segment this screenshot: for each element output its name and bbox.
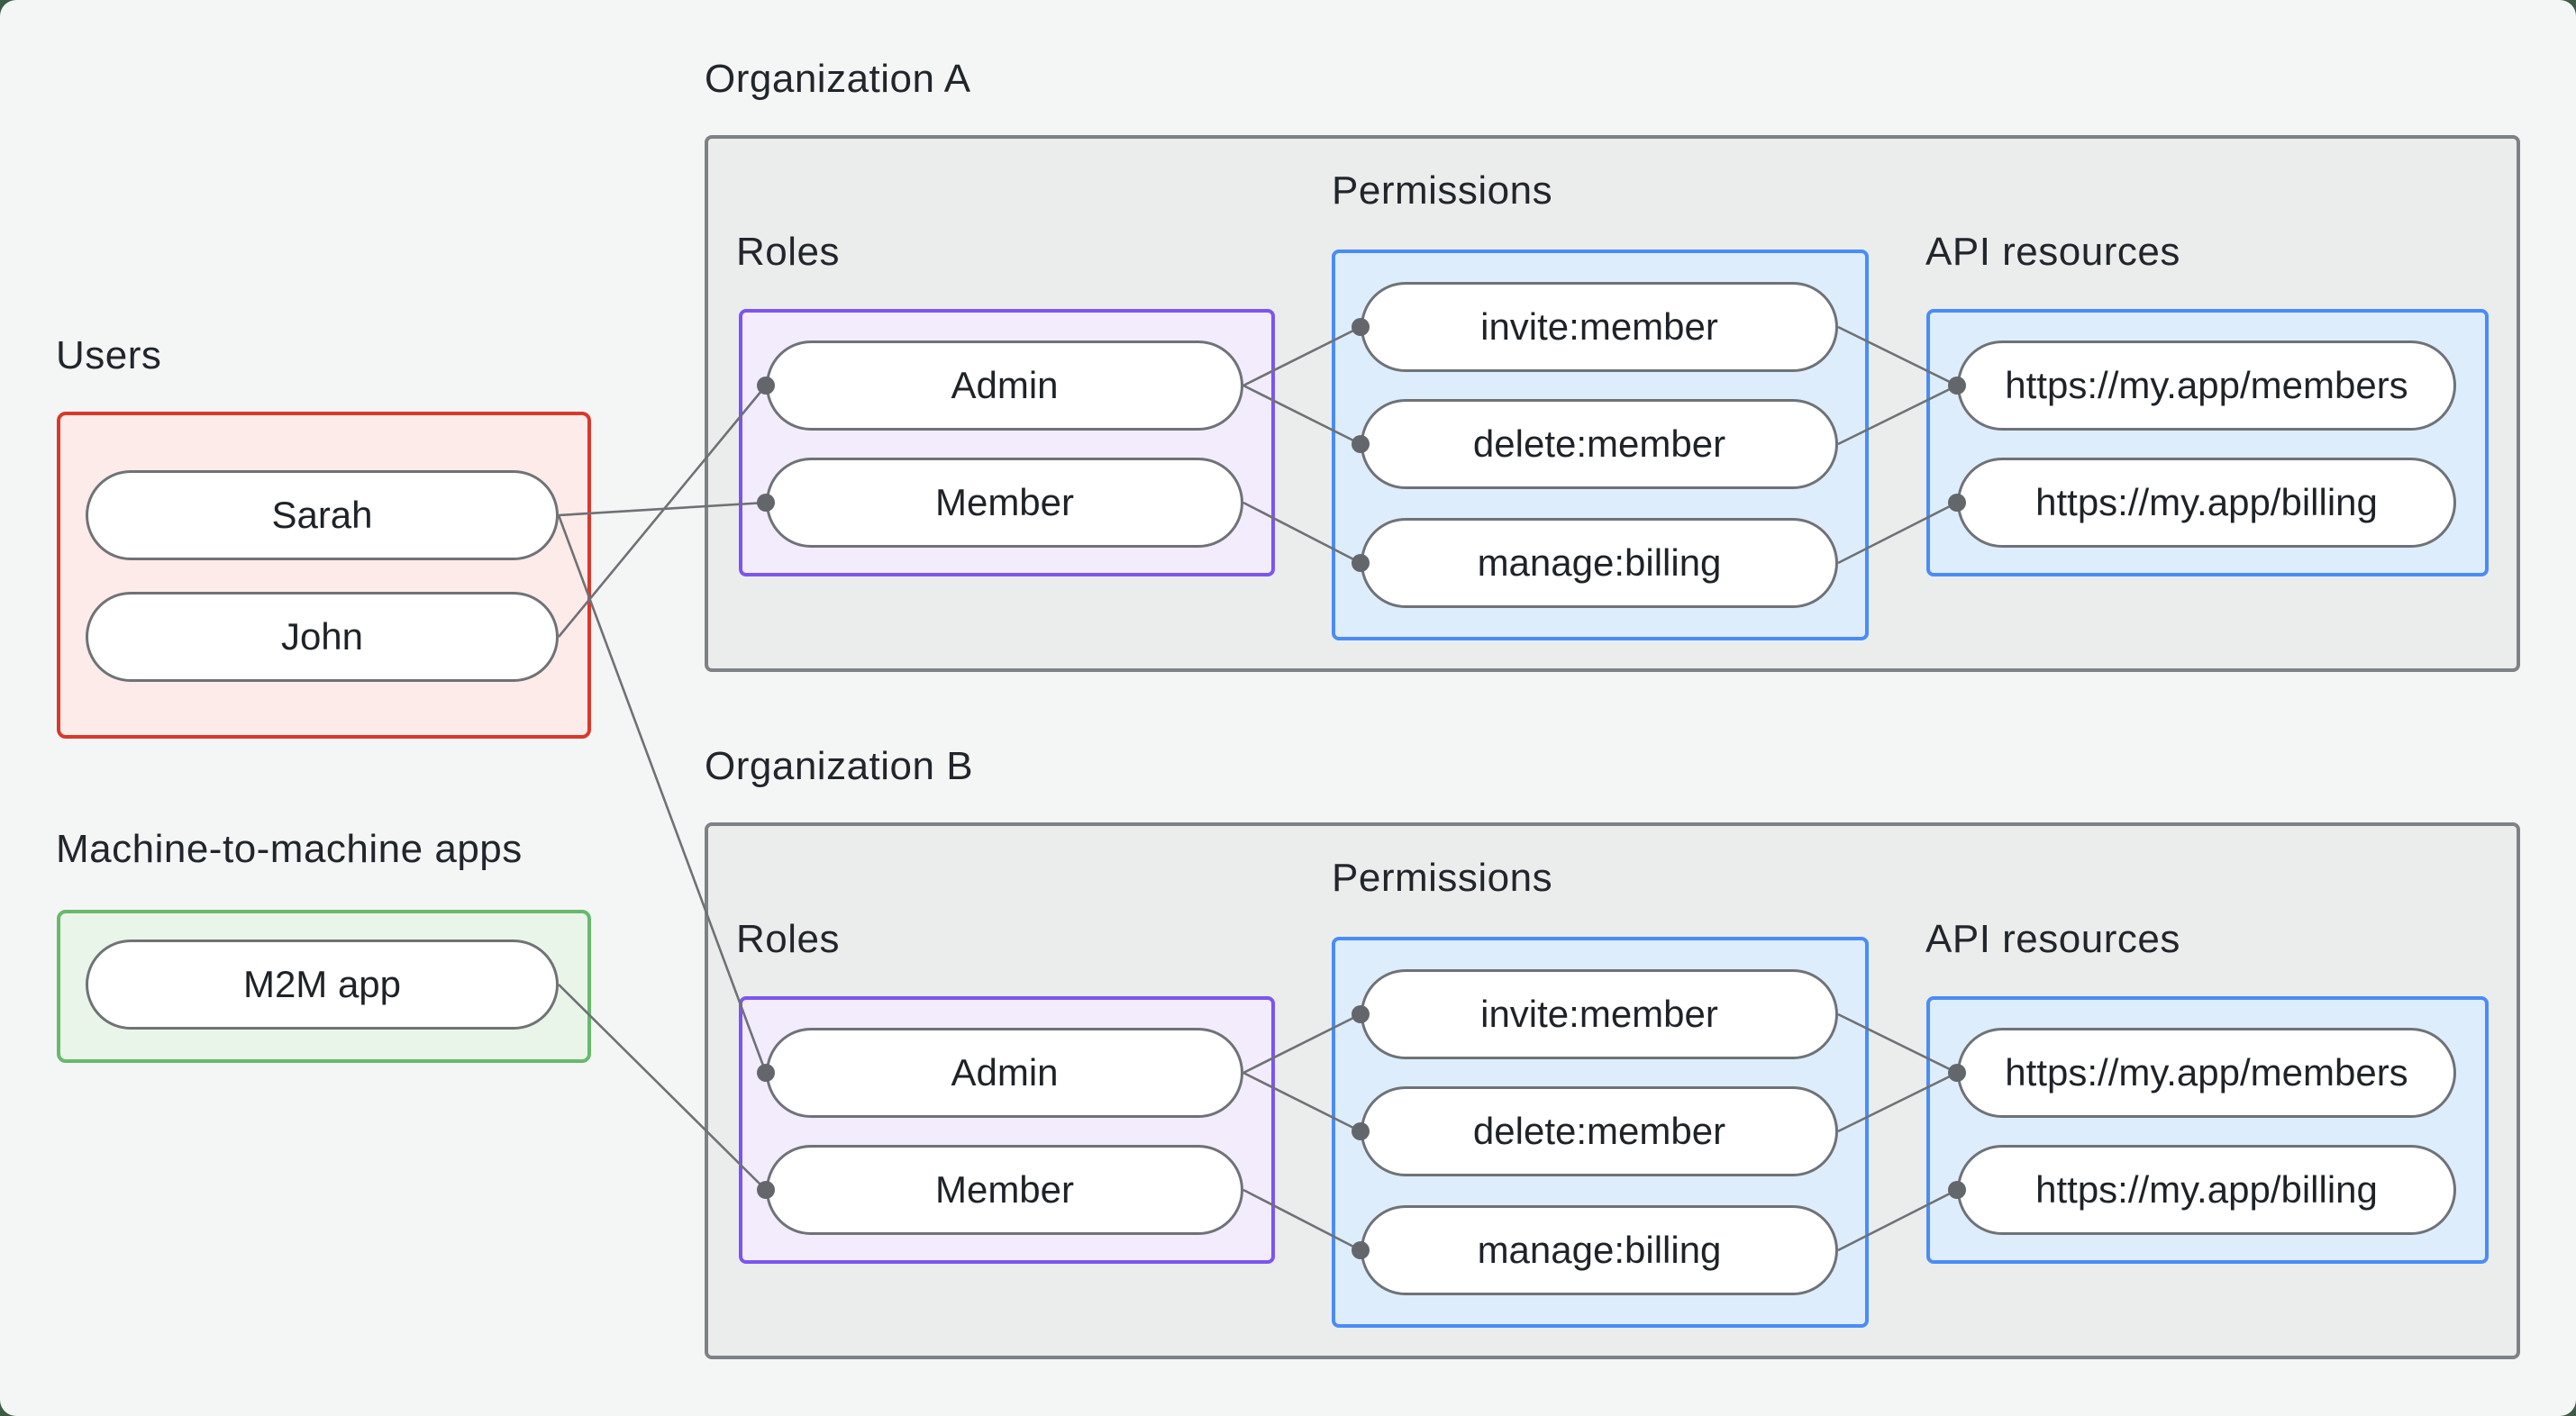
org-b-permission-node-delete: delete:member <box>1361 1086 1838 1176</box>
org-b-permission-node-invite: invite:member <box>1361 969 1838 1059</box>
org-b-permission-node-manage: manage:billing <box>1361 1205 1838 1295</box>
org-a-roles-title: Roles <box>736 230 840 274</box>
users-group-box <box>57 412 591 739</box>
org-a-permissions-title: Permissions <box>1332 168 1553 213</box>
org-a-role-node-member: Member <box>766 458 1243 548</box>
org-b-roles-title: Roles <box>736 917 840 961</box>
org-a-permission-node-invite: invite:member <box>1361 282 1838 372</box>
org-a-role-node-admin: Admin <box>766 340 1243 431</box>
org-b-api-node-billing: https://my.app/billing <box>1957 1145 2456 1235</box>
org-b-title: Organization B <box>705 744 974 788</box>
org-a-permission-node-manage: manage:billing <box>1361 518 1838 608</box>
org-a-permission-node-delete: delete:member <box>1361 399 1838 489</box>
org-b-api-title: API resources <box>1925 917 2180 961</box>
user-node-john: John <box>86 592 559 682</box>
org-a-api-title: API resources <box>1925 230 2180 274</box>
org-b-role-node-member: Member <box>766 1145 1243 1235</box>
users-section-title: Users <box>56 333 162 377</box>
org-a-api-node-billing: https://my.app/billing <box>1957 458 2456 548</box>
m2m-node-app: M2M app <box>86 939 559 1030</box>
user-node-sarah: Sarah <box>86 470 559 560</box>
org-a-api-node-members: https://my.app/members <box>1957 340 2456 431</box>
m2m-section-title: Machine-to-machine apps <box>56 827 523 871</box>
org-b-role-node-admin: Admin <box>766 1028 1243 1118</box>
org-a-title: Organization A <box>705 57 971 101</box>
org-b-api-node-members: https://my.app/members <box>1957 1028 2456 1118</box>
org-b-permissions-title: Permissions <box>1332 856 1553 900</box>
